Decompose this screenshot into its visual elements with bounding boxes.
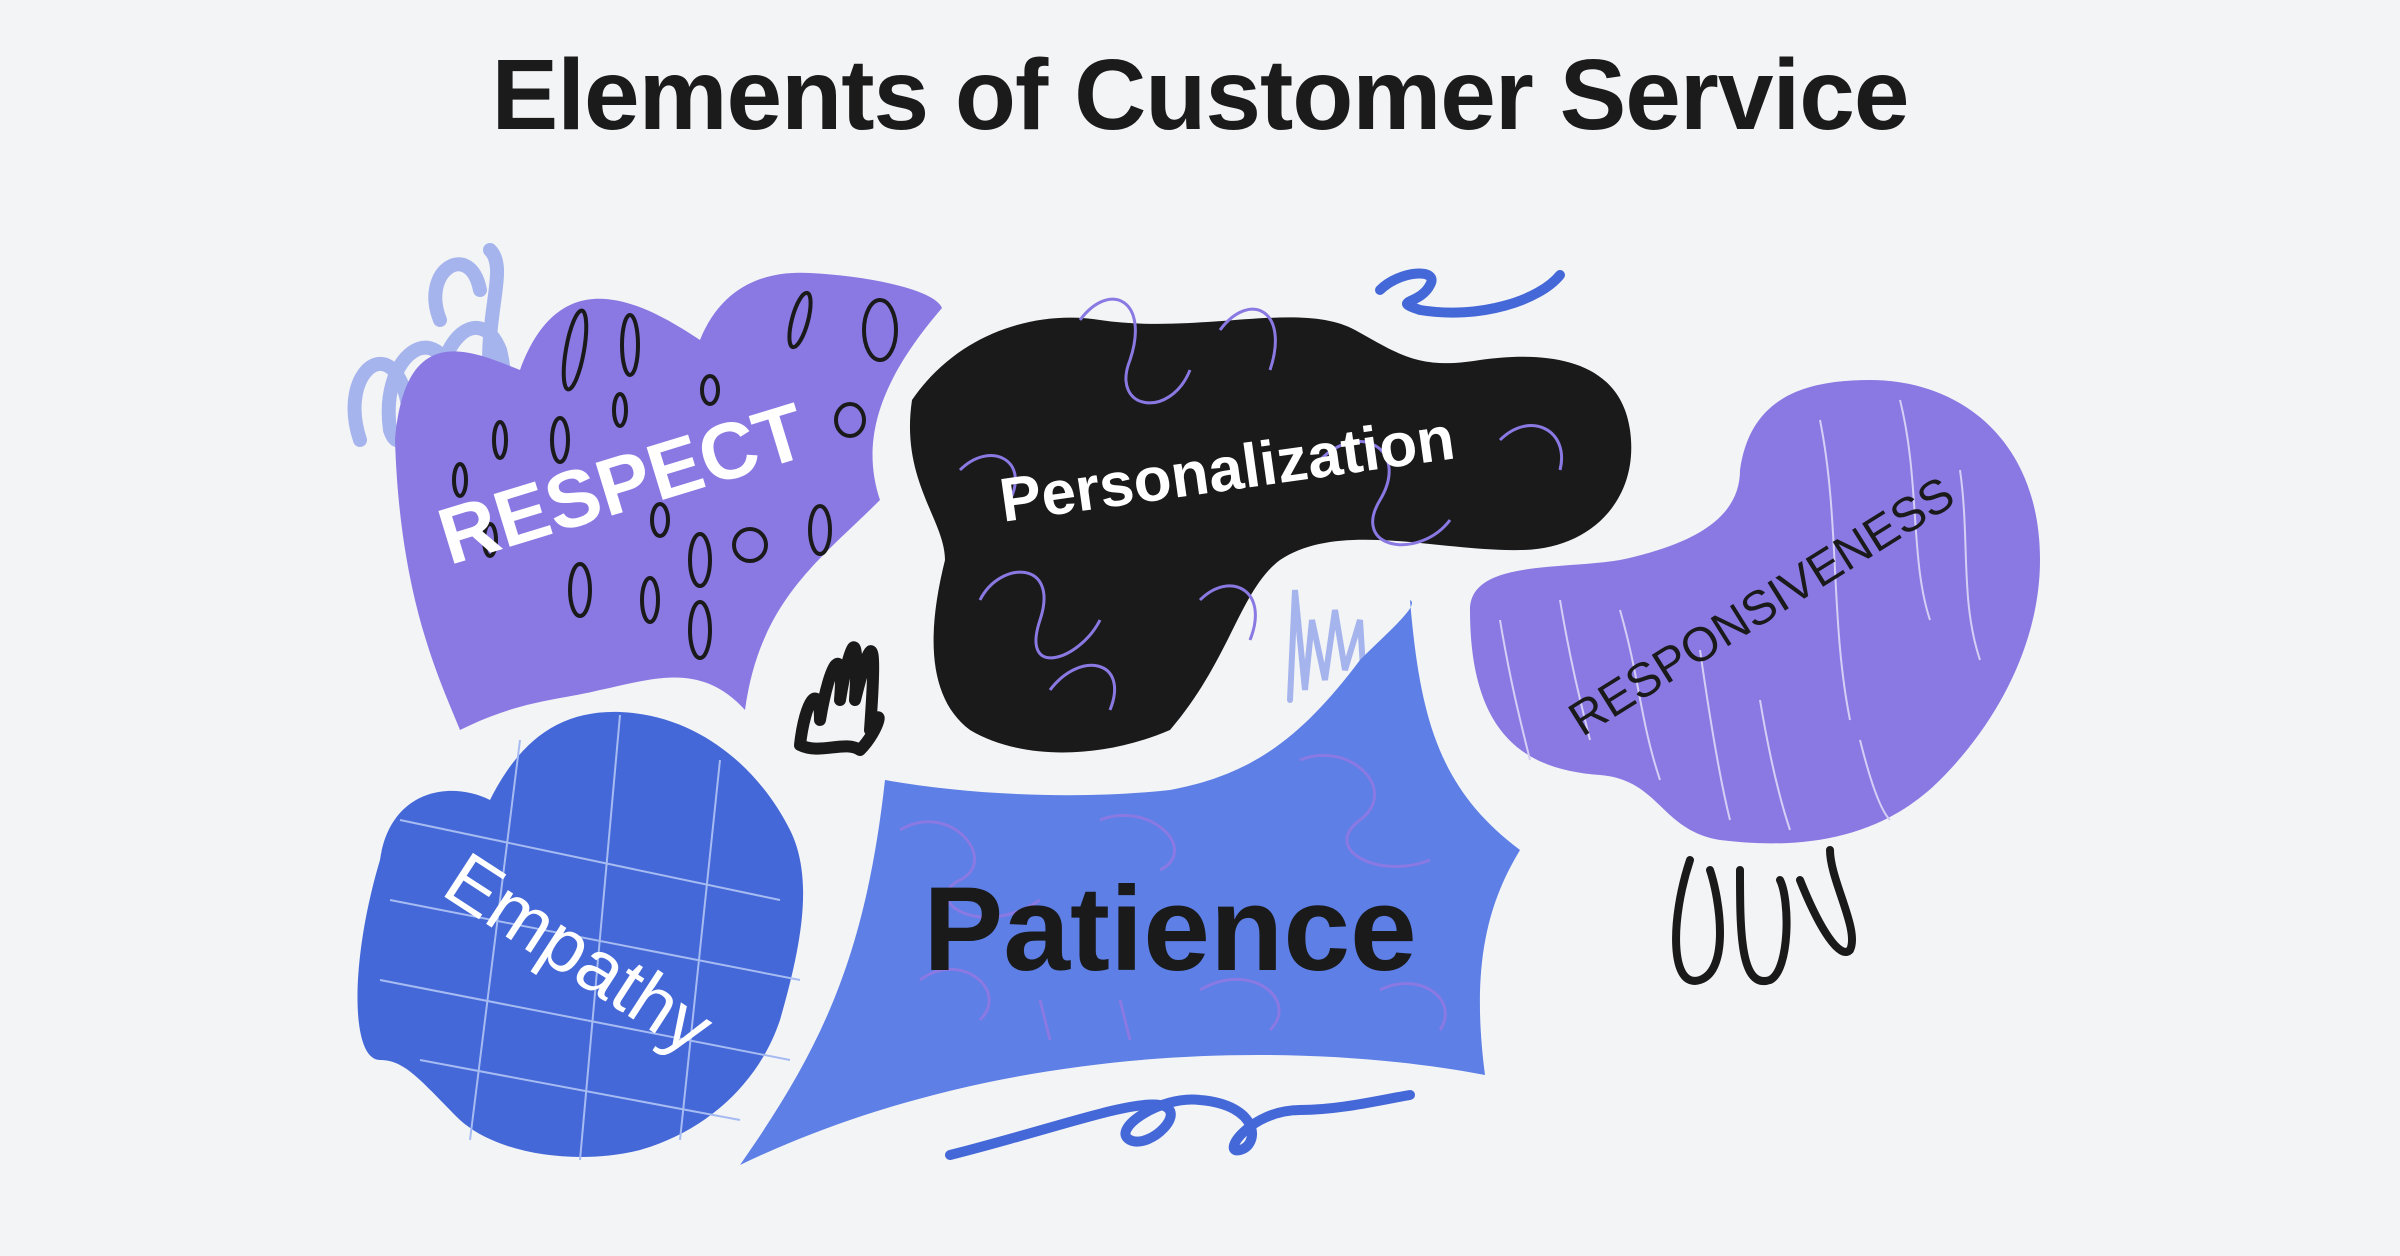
loop-doodle-bottom <box>945 1090 1415 1160</box>
respect-blob: RESPECT <box>395 272 942 730</box>
patience-texture <box>899 753 1447 1041</box>
patience-label: Patience <box>923 862 1417 996</box>
empathy-blob: Empathy <box>357 711 804 1161</box>
empathy-texture <box>379 714 801 1161</box>
personalization-texture <box>958 297 1563 711</box>
scribble-doodle-center <box>794 641 885 756</box>
personalization-blob: Personalization <box>909 297 1632 753</box>
squiggle-doodle-top <box>1375 268 1565 318</box>
zigzag-doodle <box>1287 589 1368 703</box>
respect-texture <box>452 290 898 660</box>
patience-blob: Patience <box>740 600 1520 1165</box>
loop-doodle-right <box>1672 846 1856 986</box>
page-title: Elements of Customer Service <box>491 39 1910 151</box>
responsiveness-texture <box>1499 399 1981 831</box>
